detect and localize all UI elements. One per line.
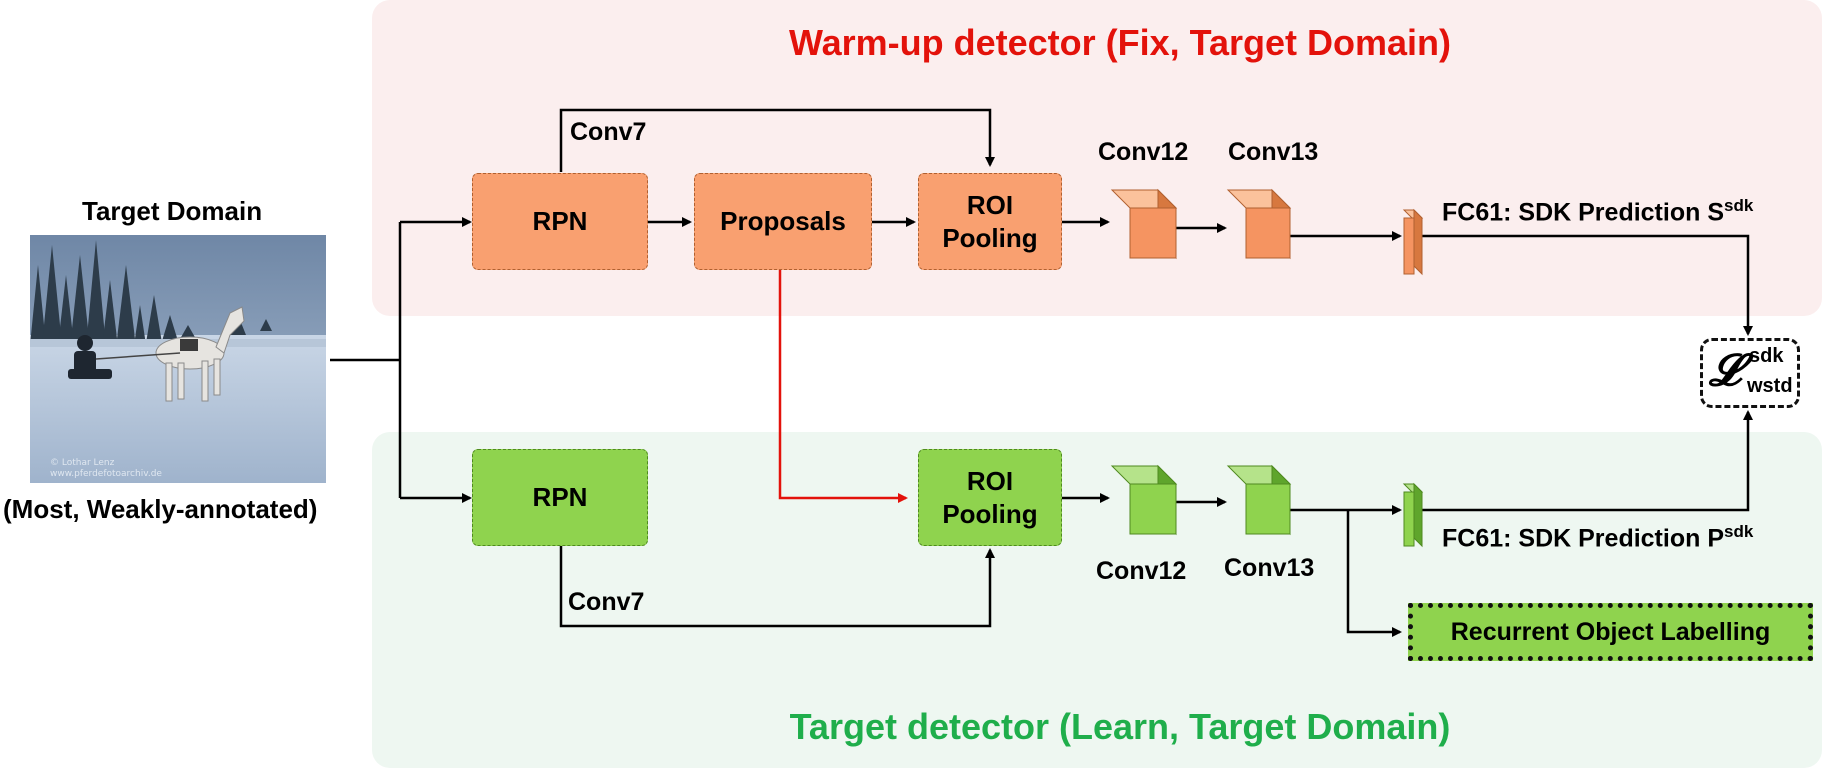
input-caption: (Most, Weakly-annotated) bbox=[3, 494, 318, 524]
top-proposals-label: Proposals bbox=[720, 206, 846, 237]
top-fc61-text: FC61: SDK Prediction S bbox=[1442, 198, 1724, 227]
photo-watermark-2: www.pferdefotoarchiv.de bbox=[50, 469, 162, 479]
photo-watermark-1: © Lothar Lenz bbox=[50, 458, 115, 468]
bottom-conv12-label: Conv12 bbox=[1096, 557, 1187, 585]
arrow-fc-top-to-loss bbox=[1422, 234, 1753, 336]
top-fc61-sup: sdk bbox=[1724, 196, 1754, 215]
bottom-roi-pooling-block: ROI Pooling bbox=[918, 449, 1062, 546]
arrow-to-recurrent-labelling bbox=[1346, 510, 1402, 637]
target-detector-title: Target detector (Learn, Target Domain) bbox=[789, 706, 1451, 747]
bottom-roi-label-line1: ROI bbox=[966, 466, 1014, 496]
warmup-detector-title: Warm-up detector (Fix, Target Domain) bbox=[788, 22, 1452, 63]
bottom-fc61-text: FC61: SDK Prediction P bbox=[1442, 524, 1724, 553]
input-photo: © Lothar Lenz www.pferdefotoarchiv.de bbox=[30, 235, 326, 483]
top-conv7-skip bbox=[559, 108, 995, 172]
top-roi-pooling-block: ROI Pooling bbox=[918, 173, 1062, 270]
recurrent-object-labelling-label: Recurrent Object Labelling bbox=[1450, 617, 1771, 646]
top-fc61-label: FC61: SDK Prediction Ssdk bbox=[1442, 196, 1753, 227]
top-conv12-label: Conv12 bbox=[1098, 138, 1189, 166]
input-heading: Target Domain bbox=[82, 196, 263, 226]
top-proposals-block: Proposals bbox=[694, 173, 872, 270]
bottom-conv13-label: Conv13 bbox=[1224, 554, 1315, 582]
bottom-fc61-label: FC61: SDK Prediction Psdk bbox=[1442, 522, 1753, 553]
bottom-rpn-label: RPN bbox=[532, 482, 588, 513]
top-roi-label-line1: ROI bbox=[966, 190, 1014, 220]
bottom-conv7-skip bbox=[559, 546, 995, 628]
recurrent-object-labelling-block: Recurrent Object Labelling bbox=[1408, 603, 1813, 661]
red-proposals-to-roi-arrow bbox=[778, 270, 908, 503]
top-rpn-block: RPN bbox=[472, 173, 648, 270]
top-rpn-label: RPN bbox=[532, 206, 588, 237]
top-conv13-label: Conv13 bbox=[1228, 138, 1319, 166]
top-conv7-label: Conv7 bbox=[570, 118, 647, 146]
bottom-roi-label-line2: Pooling bbox=[942, 498, 1038, 529]
conv12-cube-bottom bbox=[1110, 464, 1178, 536]
bottom-fc61-sup: sdk bbox=[1724, 522, 1754, 541]
fc61-bar-top bbox=[1402, 208, 1424, 276]
bottom-rpn-block: RPN bbox=[472, 449, 648, 546]
arrow-fc-bottom-to-loss bbox=[1422, 410, 1753, 512]
loss-symbol: 𝓛 bbox=[1709, 345, 1741, 396]
top-roi-label-line2: Pooling bbox=[942, 222, 1038, 253]
bottom-conv7-label: Conv7 bbox=[568, 588, 645, 616]
fc61-bar-bottom bbox=[1402, 482, 1424, 548]
loss-superscript: sdk bbox=[1749, 345, 1784, 367]
conv13-cube-top bbox=[1226, 188, 1292, 260]
conv13-cube-bottom bbox=[1226, 464, 1292, 536]
wstd-loss-box: 𝓛 sdk wstd bbox=[1700, 338, 1800, 408]
conv12-cube-top bbox=[1110, 188, 1178, 260]
loss-subscript: wstd bbox=[1747, 375, 1793, 397]
